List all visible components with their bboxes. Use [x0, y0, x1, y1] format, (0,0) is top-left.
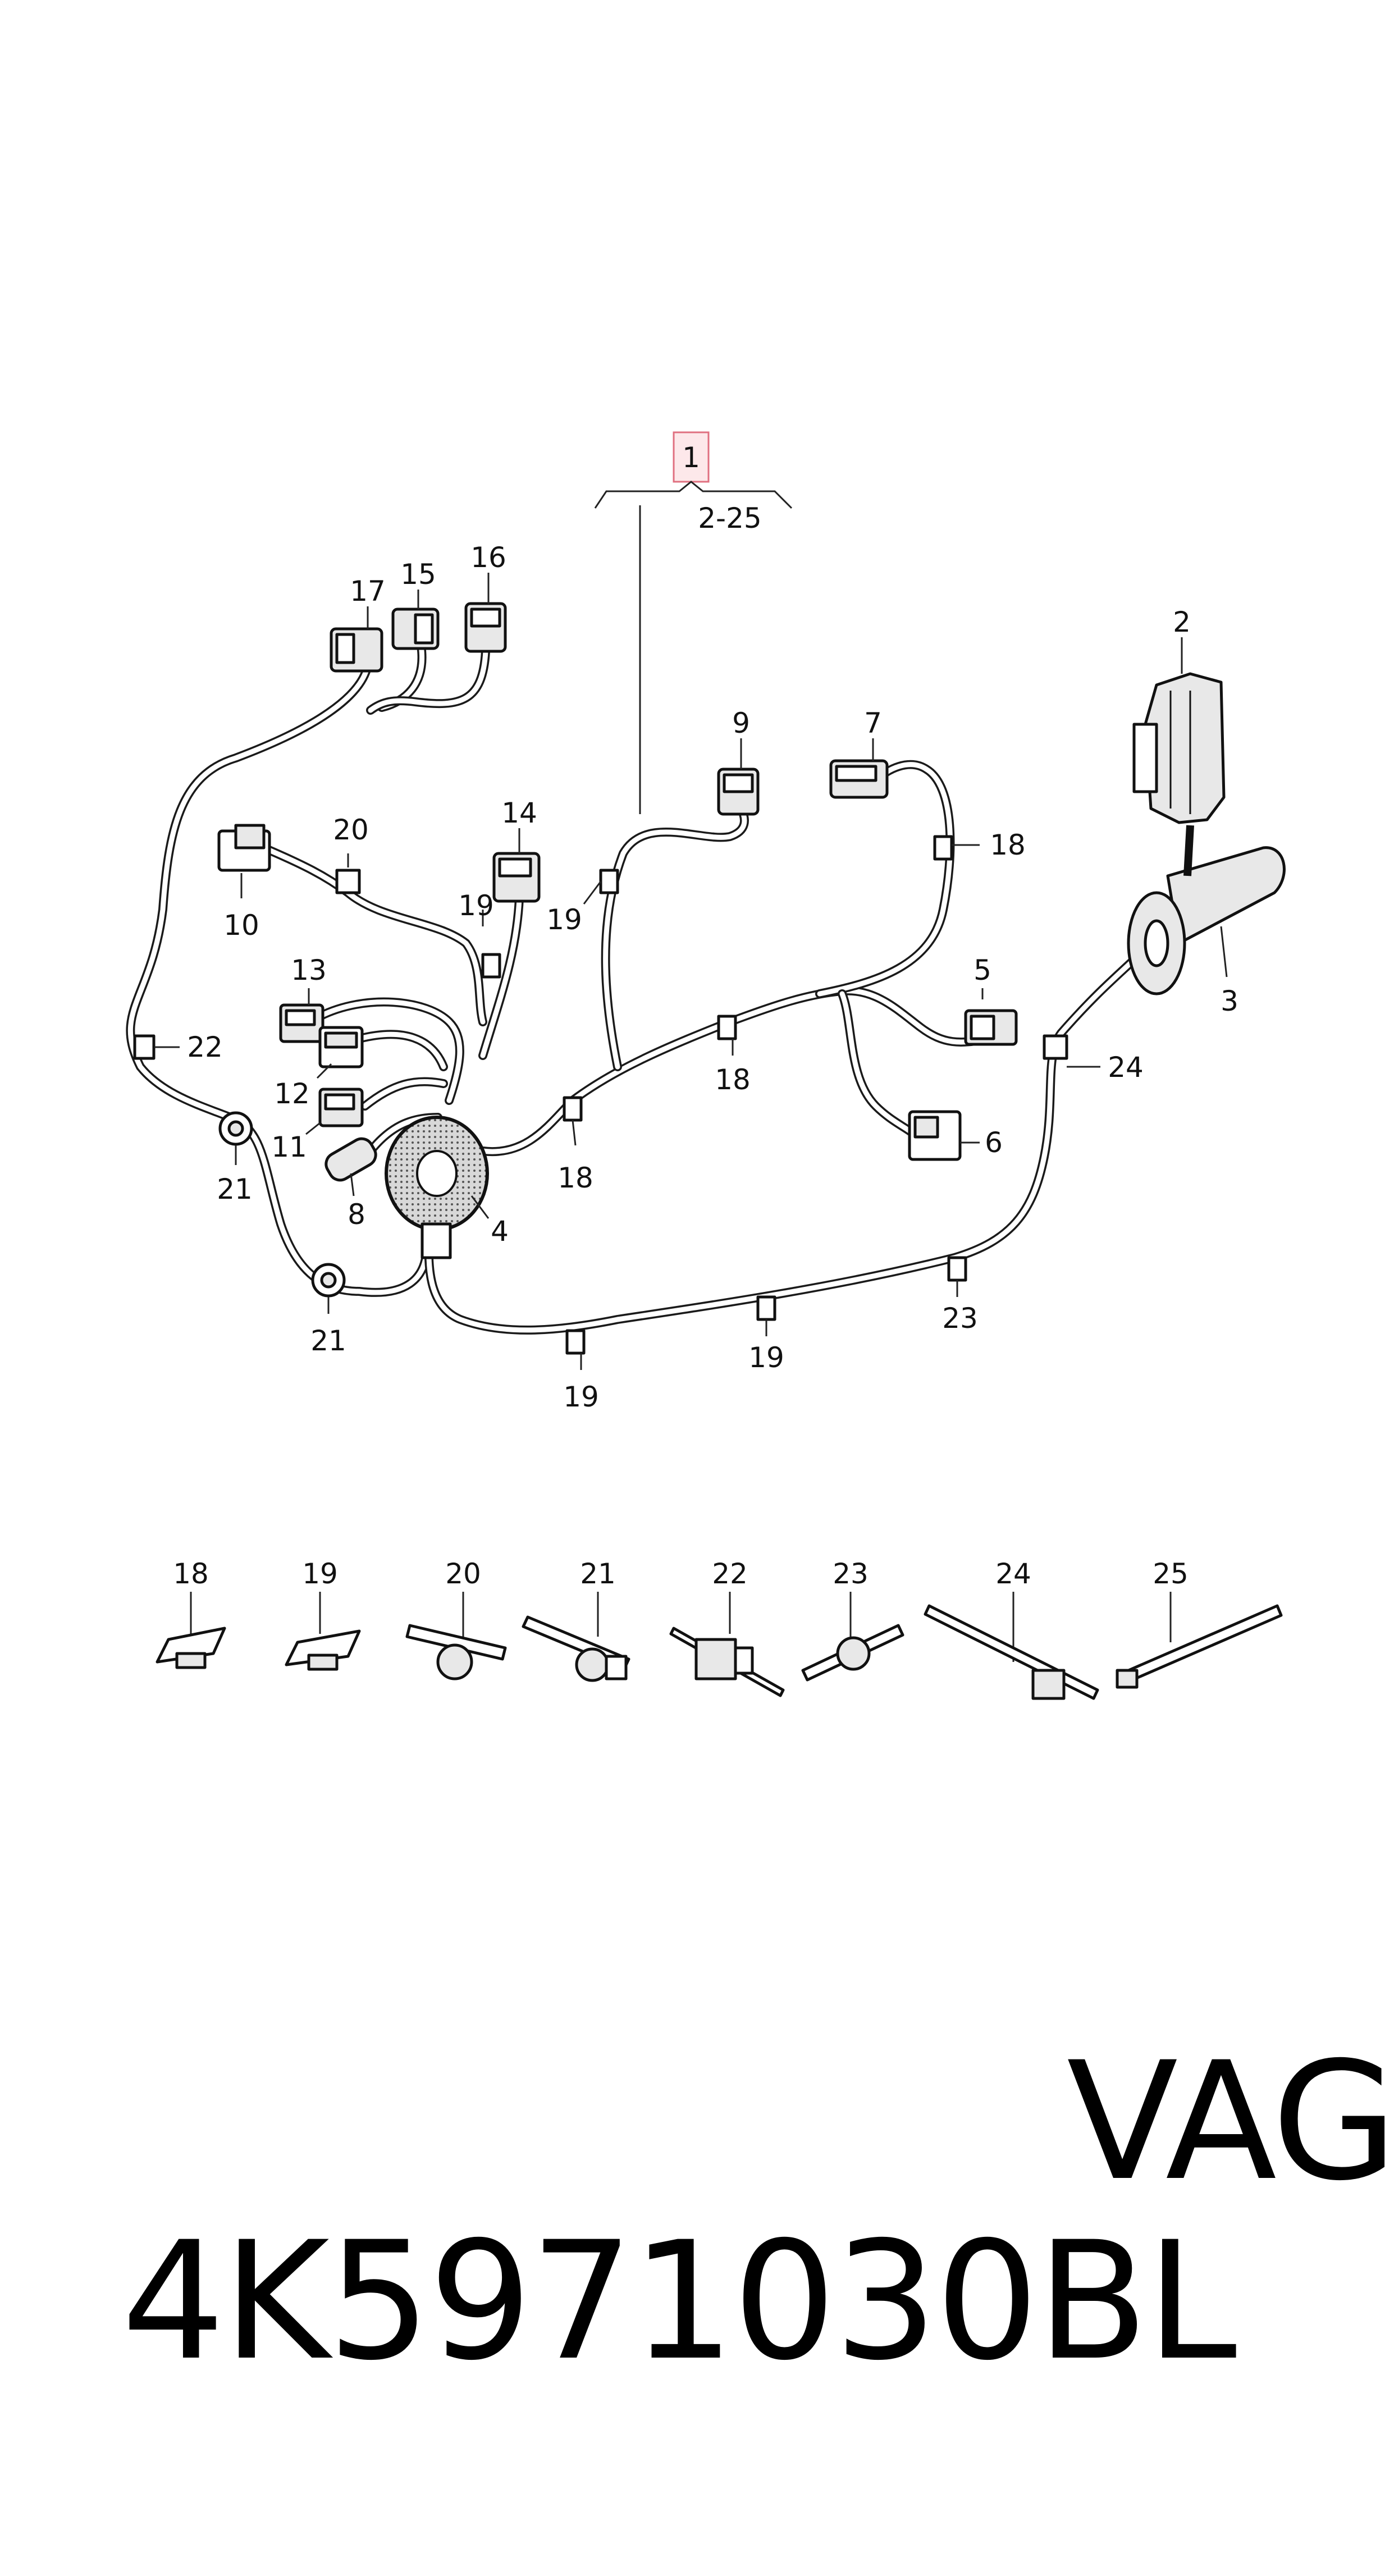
callout-19d: 19: [563, 1381, 599, 1413]
legend-item-24: 24: [924, 1558, 1099, 1700]
callout-24: 24: [1108, 1051, 1144, 1084]
grommet-3: [1127, 825, 1286, 995]
callout-18c: 18: [557, 1162, 593, 1194]
connector-6: [908, 1110, 962, 1161]
brand-name: VAG: [1067, 2027, 1394, 2217]
fastener-legend: 18 19 20 21 22: [156, 1558, 1283, 1700]
connector-11: [318, 1088, 364, 1127]
title-group: 1 2-25: [594, 431, 793, 814]
grommet-4: [385, 1116, 489, 1259]
svg-text:18: 18: [173, 1558, 209, 1590]
legend-item-22: 22: [669, 1558, 785, 1697]
connector-15: [391, 608, 440, 650]
callout-16: 16: [470, 541, 506, 574]
svg-text:22: 22: [712, 1558, 748, 1590]
svg-text:21: 21: [580, 1558, 616, 1590]
callout-20: 20: [333, 814, 369, 846]
legend-item-19: 19: [285, 1558, 361, 1671]
callout-19c: 19: [748, 1341, 784, 1374]
connector-13: [279, 1003, 324, 1043]
legend-item-21: 21: [522, 1558, 630, 1682]
callout-21a: 21: [217, 1173, 253, 1205]
callout-8: 8: [348, 1198, 365, 1231]
connector-8: [324, 1137, 377, 1182]
range-label: 2-25: [698, 502, 761, 535]
callout-18a: 18: [990, 829, 1026, 861]
callout-5: 5: [973, 954, 991, 986]
svg-text:19: 19: [302, 1558, 338, 1590]
connector-17: [330, 627, 383, 673]
callout-23: 23: [942, 1302, 978, 1335]
svg-text:25: 25: [1153, 1558, 1189, 1590]
part-number: 4K5971030BL: [121, 2207, 1237, 2396]
callout-13: 13: [291, 954, 327, 986]
legend-item-23: 23: [801, 1558, 904, 1682]
callout-19a: 19: [546, 903, 582, 936]
connector-2: [1132, 672, 1226, 824]
connector-7: [829, 759, 889, 799]
part-number-footer: 4K5971030BL VAG: [22, 2033, 1394, 2392]
svg-text:20: 20: [445, 1558, 481, 1590]
callout-22: 22: [187, 1031, 223, 1063]
legend-item-18: 18: [156, 1558, 226, 1669]
connector-5: [964, 1009, 1018, 1046]
callout-17: 17: [350, 575, 386, 608]
connector-10: [217, 824, 271, 872]
callout-4: 4: [491, 1215, 509, 1248]
callout-14: 14: [501, 797, 537, 829]
callout-18b: 18: [715, 1063, 751, 1096]
callout-9: 9: [732, 707, 750, 739]
connector-12: [318, 1026, 364, 1068]
title-box-label: 1: [682, 441, 700, 474]
harness-wires: [126, 641, 1150, 1335]
svg-text:23: 23: [833, 1558, 869, 1590]
callout-11: 11: [271, 1131, 307, 1163]
connector-16: [464, 602, 507, 653]
callout-12: 12: [274, 1077, 310, 1110]
callout-7: 7: [864, 707, 882, 739]
svg-text:24: 24: [995, 1558, 1031, 1590]
callout-10: 10: [223, 909, 259, 942]
legend-item-25: 25: [1116, 1558, 1283, 1689]
callouts: 2 3 4 5 6 7 8 9 10 11 12 13 14 15 16 17 …: [154, 541, 1238, 1413]
connector-14: [492, 852, 541, 903]
callout-19b: 19: [458, 889, 494, 922]
wiring-harness-diagram: 1 2-25: [126, 431, 1286, 1700]
callout-2: 2: [1173, 606, 1191, 638]
callout-3: 3: [1221, 985, 1238, 1017]
legend-item-20: 20: [405, 1558, 507, 1680]
callout-6: 6: [985, 1126, 1003, 1159]
title-bracket: [594, 481, 793, 509]
connector-9: [717, 768, 760, 816]
callout-15: 15: [400, 558, 436, 591]
callout-21b: 21: [310, 1324, 346, 1357]
